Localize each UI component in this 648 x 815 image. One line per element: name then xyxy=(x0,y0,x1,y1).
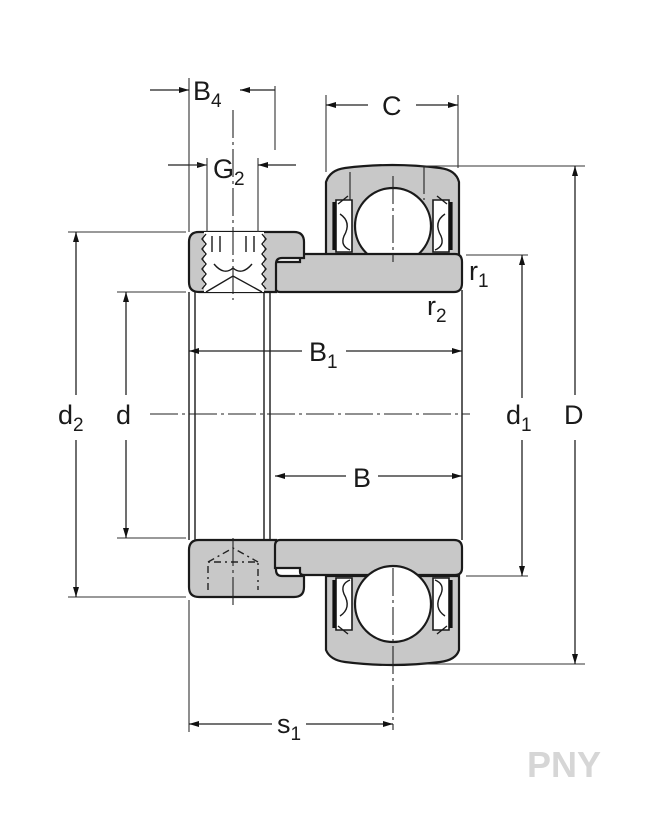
locking-collar-top xyxy=(187,230,306,294)
seal-left-top xyxy=(332,195,353,253)
lube-hole-lines xyxy=(349,166,425,200)
sleeve xyxy=(188,290,463,540)
label-G2: G2 xyxy=(213,154,245,190)
seal-left-bottom xyxy=(332,577,353,635)
extension-lines xyxy=(68,78,585,732)
label-s1: s1 xyxy=(277,709,301,745)
inner-ring-top xyxy=(273,252,464,294)
label-B1: B1 xyxy=(309,337,338,373)
label-C: C xyxy=(382,91,402,121)
label-d: d xyxy=(116,400,131,430)
seal-right-bottom xyxy=(432,577,453,635)
label-D: D xyxy=(564,400,584,430)
watermark-logo: PNY xyxy=(527,744,601,785)
inner-ring-bottom xyxy=(273,538,464,577)
label-B4: B4 xyxy=(193,76,222,112)
label-r2: r2 xyxy=(427,291,447,327)
seal-right-top xyxy=(432,195,453,253)
label-B: B xyxy=(353,463,371,493)
label-d1: d1 xyxy=(506,400,532,436)
label-r1: r1 xyxy=(469,256,489,292)
label-d2: d2 xyxy=(58,400,84,436)
